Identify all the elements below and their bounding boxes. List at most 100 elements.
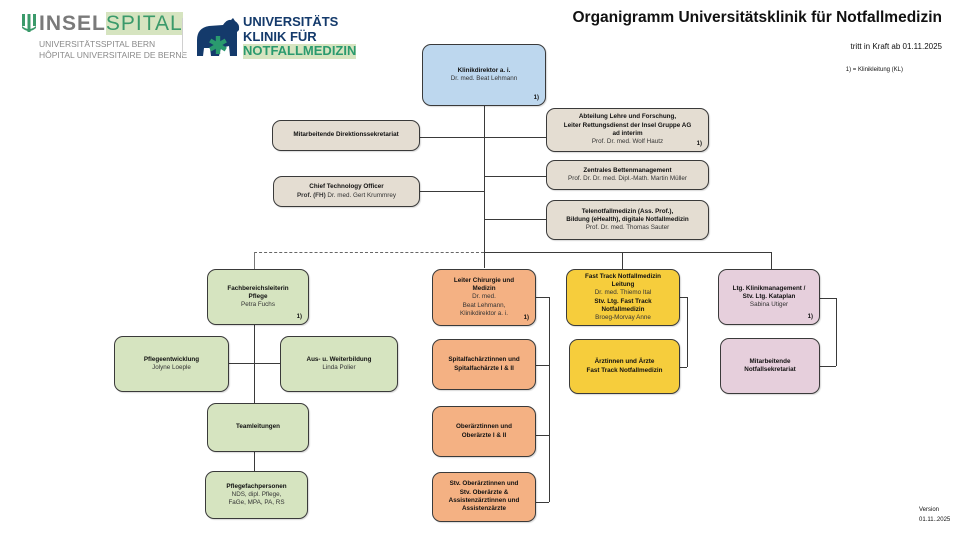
node-title: Leiter Chirurgie und [453, 276, 515, 284]
wordmark-insel: INSEL [39, 12, 106, 35]
node-title: Ltg. Klinikmanagement / [732, 284, 806, 292]
node-title: Pflegefachpersonen [226, 482, 287, 490]
node-person: Linda Polier [322, 364, 356, 371]
node-title-line2: Fast Track Notfallmedizin [586, 366, 663, 374]
node-emergency-secretariat: Mitarbeitende Notfallsekretariat [720, 338, 820, 394]
node-title: Pflegeentwicklung [143, 355, 200, 363]
node-person: Petra Fuchs [241, 301, 275, 309]
node-title-line3: ad interim [612, 130, 643, 137]
node-title: Stv. Oberärztinnen und [449, 480, 519, 488]
bear-star-of-life-icon [197, 18, 240, 56]
node-title-prefix: Prof. (FH) [296, 191, 326, 199]
connector-ft-bracket [687, 297, 688, 367]
node-bed-management: Zentrales Bettenmanagement Prof. Dr. Dr.… [546, 160, 709, 190]
node-title-line3: Assistenzärztinnen und [448, 497, 520, 504]
node-person: Dr. med. [472, 293, 496, 301]
footnote-marker: 1) [807, 313, 813, 320]
node-person-line3: Klinikdirektor a. i. [460, 309, 508, 317]
connector-deputies [536, 502, 549, 503]
inselspital-wordmark: INSELSPITAL [39, 12, 183, 36]
connector-direction-secretariat [420, 137, 545, 138]
node-person: Dr. med. Thiemo Ital [594, 289, 652, 297]
connector-ft-out [680, 297, 687, 298]
node-person: Prof. Dr. med. Wolf Hautz [591, 138, 664, 146]
node-telemedicine: Telenotfallmedizin (Ass. Prof.), Bildung… [546, 200, 709, 240]
node-nursing-staff: Pflegefachpersonen NDS, dipl. Pflege, Fa… [205, 471, 308, 519]
node-title: Mitarbeitende [749, 357, 791, 365]
node-title: Mitarbeitende Direktionssekretariat [293, 131, 399, 139]
node-title: Aus- u. Weiterbildung [306, 355, 372, 363]
connector-fast-track-drop [622, 252, 623, 270]
inselspital-logo: INSELSPITAL UNIVERSITÄTSSPITAL BERN HÔPI… [22, 12, 187, 62]
node-fast-track-physicians: Ärztinnen und Ärzte Fast Track Notfallme… [569, 339, 680, 394]
node-title: Spitalfachärztinnen und [448, 356, 520, 364]
node-title-line2: Pflege [248, 292, 268, 300]
node-title: Oberärztinnen und [456, 423, 512, 431]
connector-nursing-trunk [254, 325, 255, 403]
connector-mgmt-bracket [836, 298, 837, 366]
valid-from-date: tritt in Kraft ab 01.11.2025 [850, 42, 942, 51]
node-person-line2: Beat Lehmann, [462, 301, 506, 309]
node-title-line2: Medizin [472, 285, 496, 293]
footnote-marker: 1) [696, 140, 702, 147]
version-label: Version [919, 507, 940, 513]
node-person: Dr. med. Gert Krummrey [327, 191, 396, 199]
node-detail: NDS, dipl. Pflege, [231, 490, 282, 498]
insel-mark-icon [22, 14, 36, 32]
node-title: Zentrales Bettenmanagement [583, 166, 672, 174]
version-date: 01.11..2025 [919, 517, 951, 523]
node-hospital-specialists: Spitalfachärztinnen und Spitalfachärzte … [432, 339, 536, 390]
node-title-line2: Stv. Ltg. Kataplan [742, 292, 796, 300]
connector-bed-management [484, 176, 546, 177]
node-detail-line2: FaGe, MPA, PA, RS [228, 499, 285, 507]
connector-management-drop [771, 252, 772, 270]
footnote-marker: 1) [296, 313, 302, 320]
node-person: Sabina Utiger [749, 301, 789, 309]
node-nursing-lead: Fachbereichsleiterin Pflege Petra Fuchs … [207, 269, 309, 325]
footnote-marker: 1) [523, 314, 529, 321]
node-title: Klinikdirektor a. i. [457, 66, 511, 74]
node-person: Dr. med. Beat Lehmann [450, 75, 518, 82]
clinic-wordmark-line3: NOTFALLMEDIZIN [243, 43, 357, 59]
connector-teaching-research [484, 137, 546, 138]
connector-seniors [536, 435, 549, 436]
page-title: Organigramm Universitätsklinik für Notfa… [572, 9, 943, 26]
subline-de: UNIVERSITÄTSSPITAL BERN [39, 39, 156, 49]
node-title-line2: Notfallsekretariat [744, 366, 796, 373]
connector-main-trunk [484, 106, 485, 268]
inselspital-subline: UNIVERSITÄTSSPITAL BERN HÔPITAL UNIVERSI… [39, 39, 187, 61]
node-title-line2: Stv. Oberärzte & [459, 488, 509, 496]
node-title: Teamleitungen [236, 423, 280, 431]
clinic-wordmark: UNIVERSITÄTS KLINIK FÜR NOTFALLMEDIZIN [243, 14, 357, 59]
node-person: Jolyne Loeple [152, 364, 191, 371]
connector-mgmt-out [820, 298, 836, 299]
node-deputy-title-line2: Notfallmedizin [601, 305, 645, 313]
legend-note: 1) = Klinikleitung (KL) [845, 67, 903, 73]
footnote-marker: 1) [533, 94, 539, 101]
node-clinic-management: Ltg. Klinikmanagement / Stv. Ltg. Katapl… [718, 269, 820, 325]
node-title-line2: Spitalfachärzte I & II [454, 364, 514, 372]
subline-fr: HÔPITAL UNIVERSITAIRE DE BERNE [39, 50, 188, 60]
connector-mgmt-in [820, 366, 836, 367]
node-title: Chief Technology Officer [309, 183, 384, 191]
node-team-leads: Teamleitungen [207, 403, 309, 452]
clinic-wordmark-line2: KLINIK FÜR [243, 28, 317, 44]
node-title-line2: Leiter Rettungsdienst der Insel Gruppe A… [563, 121, 692, 129]
node-fast-track-lead: Fast Track Notfallmedizin Leitung Dr. me… [566, 269, 680, 326]
node-education: Aus- u. Weiterbildung Linda Polier [280, 336, 398, 392]
clinic-logo: UNIVERSITÄTS KLINIK FÜR NOTFALLMEDIZIN [193, 12, 383, 62]
connector-ft-in [680, 367, 687, 368]
node-surgery-lead: Leiter Chirurgie und Medizin Dr. med. Be… [432, 269, 536, 326]
node-title-line2: Leitung [611, 280, 635, 288]
node-cto: Chief Technology Officer Prof. (FH) Dr. … [273, 176, 420, 207]
node-title: Telenotfallmedizin (Ass. Prof.), [581, 207, 674, 215]
connector-nursing-dashed [254, 252, 484, 253]
node-direction-secretariat: Mitarbeitende Direktionssekretariat [272, 120, 420, 151]
connector-surgery-bracket [549, 297, 550, 502]
node-person: Prof. Dr. med. Thomas Sauter [585, 224, 670, 232]
node-title-line2: Bildung (eHealth), digitale Notfallmediz… [566, 215, 689, 223]
node-deputy-title: Stv. Ltg. Fast Track [594, 297, 652, 305]
connector-branches [484, 252, 772, 253]
connector-surgery-out [536, 297, 549, 298]
connector-specialists [536, 365, 549, 366]
